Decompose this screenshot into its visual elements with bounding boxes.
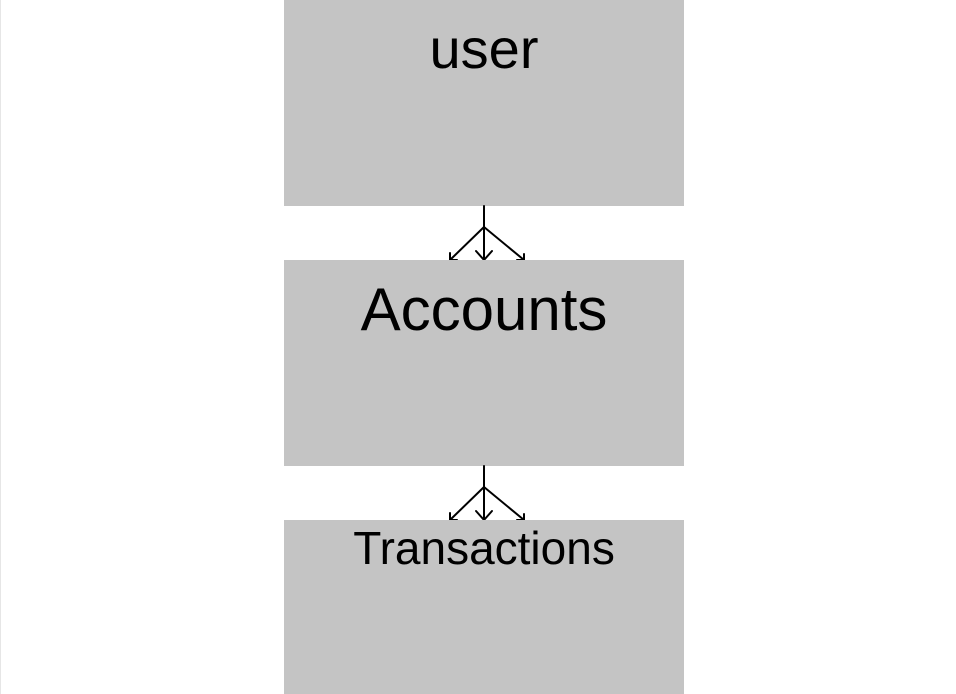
connector-fork-left [449, 226, 485, 261]
entity-user: user [284, 0, 684, 206]
connector-fork-right [483, 226, 525, 261]
connector-fork-right [483, 486, 525, 521]
entity-transactions-label: Transactions [353, 522, 615, 574]
entity-accounts-label: Accounts [360, 276, 608, 343]
connector-fork-left [449, 486, 485, 521]
crows-foot-connector-user-accounts [449, 205, 525, 262]
entity-accounts: Accounts [284, 260, 684, 466]
entity-transactions: Transactions [284, 520, 684, 694]
crows-foot-connector-accounts-transactions [449, 465, 525, 522]
entity-user-label: user [429, 17, 539, 80]
